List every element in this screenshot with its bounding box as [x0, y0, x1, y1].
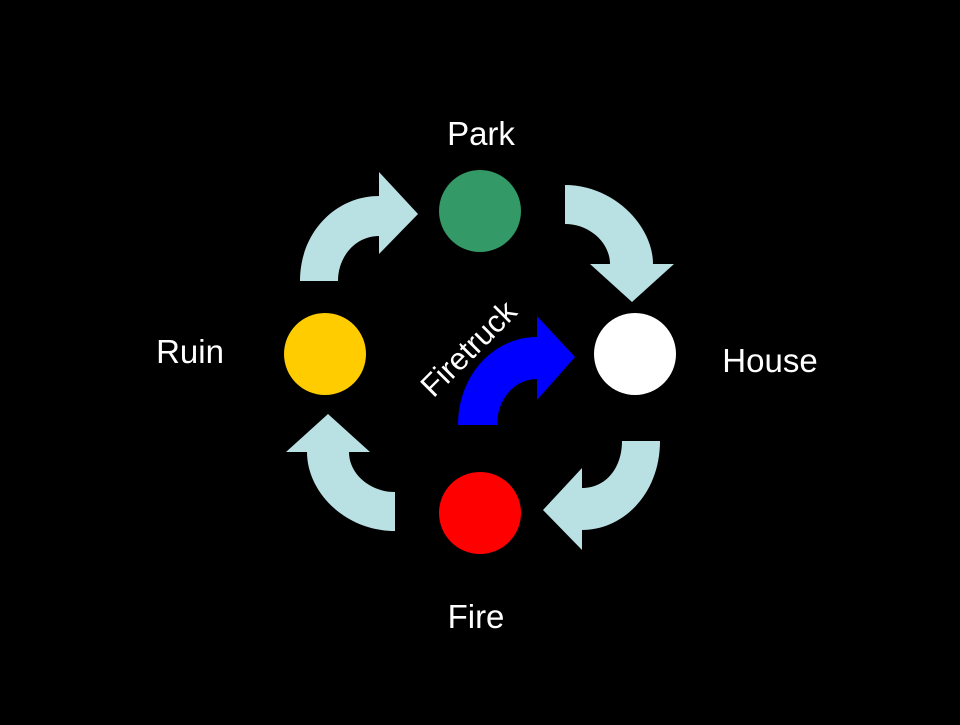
node-park-label: Park — [447, 115, 515, 152]
arrow-house-to-fire — [543, 441, 660, 550]
node-fire-circle — [439, 472, 521, 554]
node-fire-label: Fire — [448, 598, 505, 635]
arrow-ruin-to-park — [300, 172, 418, 281]
node-ruin-label: Ruin — [156, 333, 224, 370]
arrow-fire-to-ruin — [286, 414, 395, 531]
arrow-firetruck-to-house — [458, 316, 575, 425]
node-park-circle — [439, 170, 521, 252]
node-house-circle — [594, 313, 676, 395]
node-house-label: House — [722, 342, 817, 379]
node-ruin-circle — [284, 313, 366, 395]
arrow-park-to-house — [565, 185, 674, 302]
